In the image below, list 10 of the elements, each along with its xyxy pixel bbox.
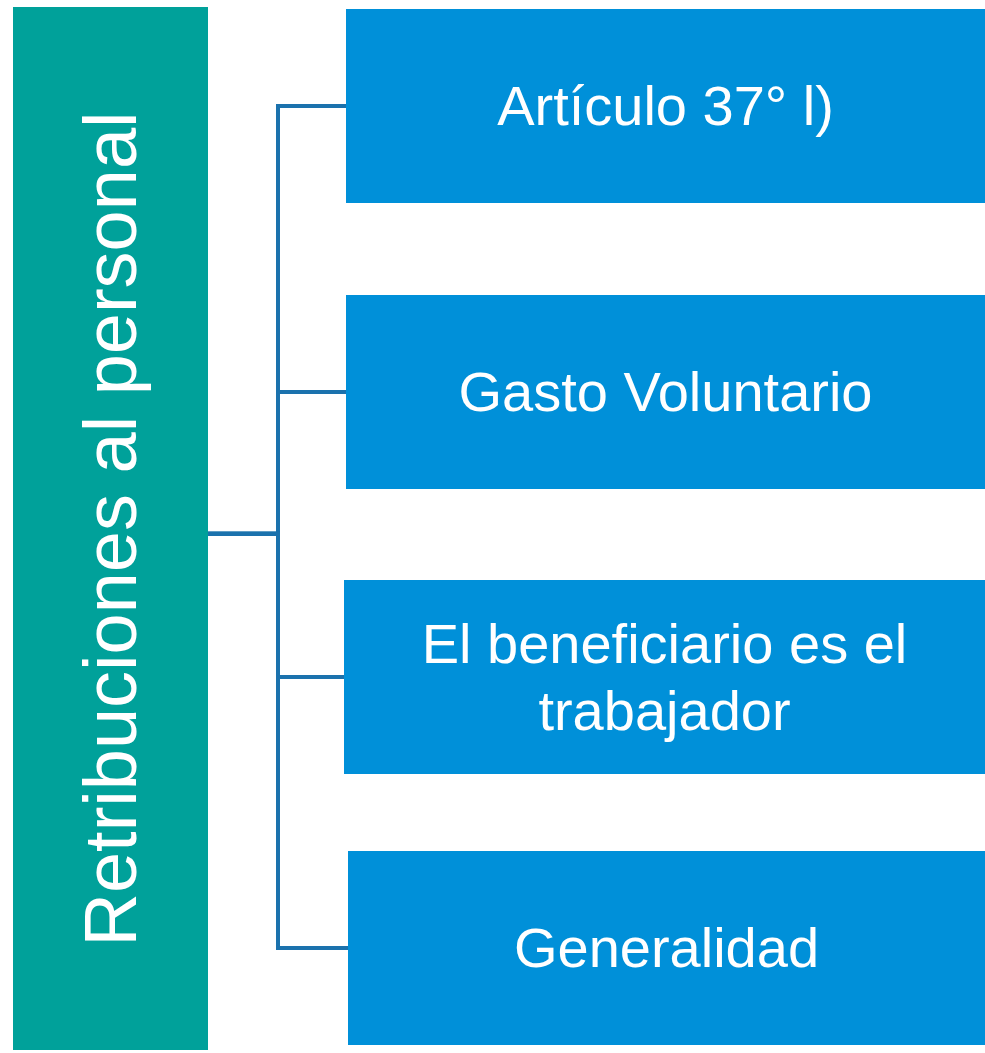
item-box <box>348 851 985 1045</box>
item-box <box>344 580 985 774</box>
item-label: Generalidad <box>512 915 821 982</box>
category-box <box>13 7 208 1050</box>
item-label: Artículo 37° l) <box>496 73 835 140</box>
item-label: Gasto Voluntario <box>457 359 874 426</box>
item-label: El beneficiario es el trabajador <box>420 610 909 744</box>
connector-line <box>208 531 348 950</box>
item-box <box>346 295 985 489</box>
item-box <box>346 9 985 203</box>
